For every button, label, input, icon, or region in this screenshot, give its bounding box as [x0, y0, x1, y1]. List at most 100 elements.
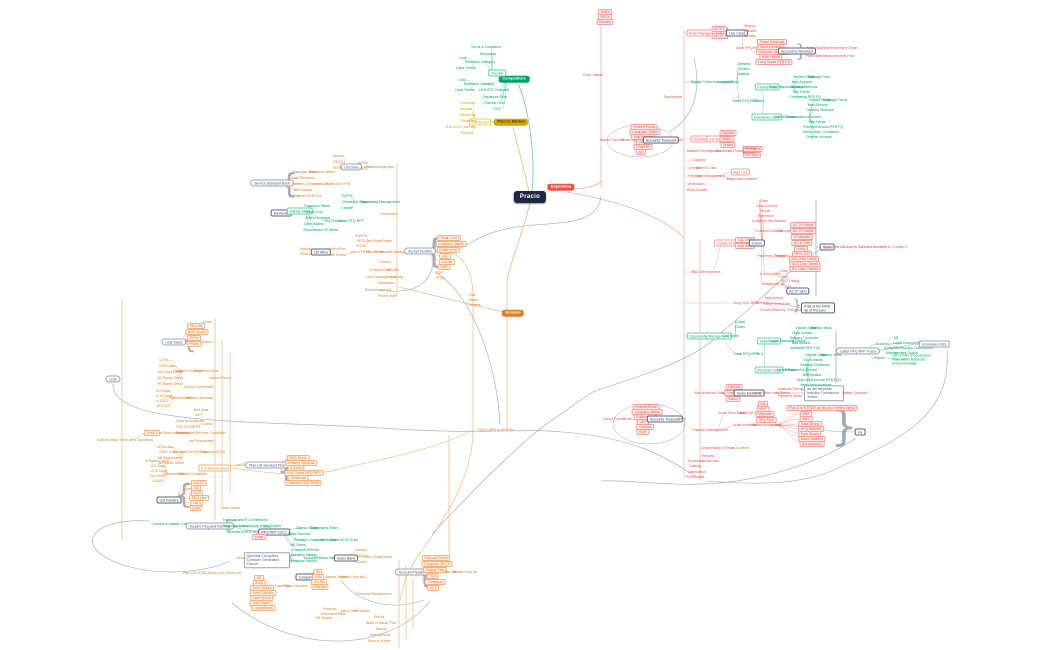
node-k6[interactable]: Elevation list: [164, 471, 184, 476]
node-k18[interactable]: Lmt: [186, 486, 192, 491]
node-c9j[interactable]: list del simplistic includes Transaction…: [804, 385, 844, 401]
node-c2f[interactable]: Browse: [744, 33, 756, 38]
node-c7ae[interactable]: AC IP SEO: [786, 287, 810, 295]
node-c6i[interactable]: Running: [742, 145, 756, 150]
node-n17[interactable]: Certainly Startup: [290, 552, 318, 557]
node-c6m[interactable]: Defend Crew: [695, 165, 717, 170]
node-n25[interactable]: Colors: [381, 554, 393, 559]
node-n11[interactable]: Package Christmas: [293, 537, 325, 542]
node-m6[interactable]: List of TRYs: [350, 249, 370, 254]
node-h25[interactable]: Build of Serve: [366, 620, 388, 625]
node-g5[interactable]: Retention Category: [464, 59, 496, 64]
node-n11c[interactable]: Sears 50 SCM list: [329, 537, 359, 542]
node-c8b[interactable]: List Sears: [723, 333, 739, 338]
node-h27[interactable]: Bird Stimulus: [369, 632, 391, 637]
node-c9ae[interactable]: Crashers: [700, 445, 716, 450]
node-c8ae[interactable]: List of Plan B occupation dlists within …: [892, 353, 931, 367]
node-k2[interactable]: A 5 Days: [150, 463, 166, 468]
node-n15[interactable]: Band 2: [236, 555, 248, 560]
node-n5[interactable]: Customer Delivered by Smart Droplet: [222, 523, 282, 528]
node-c7j[interactable]: Customer Mechanism: [751, 218, 787, 223]
node-c8q2[interactable]: Startup Jems: [820, 352, 842, 357]
node-c8v[interactable]: Items sent locations: [801, 383, 832, 387]
node-c9ad[interactable]: Inv: [854, 428, 866, 436]
node-p7[interactable]: Phone draft: [377, 293, 397, 298]
node-c9i[interactable]: Payment Stimul: [777, 393, 803, 398]
node-n13[interactable]: A various RFB list: [291, 547, 319, 552]
node-c7g[interactable]: Data Junction: [756, 203, 778, 208]
node-L30[interactable]: Established Services Conditions: [176, 430, 226, 435]
node-s1[interactable]: Package Sears: [293, 169, 317, 174]
node-c9g[interactable]: Latest Swins with Banks: [752, 390, 790, 395]
node-L23[interactable]: Bird Data: [193, 407, 209, 412]
node-c9ab[interactable]: Bureaucracy: [799, 440, 825, 448]
node-w1[interactable]: Web Management: [365, 164, 395, 169]
node-c9s[interactable]: A bid schedule: [733, 422, 757, 427]
node-e5[interactable]: Dive Swains: [304, 221, 324, 226]
node-c3p[interactable]: Tables Saves: [774, 114, 796, 119]
node-ad3[interactable]: Entitlement: [436, 246, 460, 254]
node-s3[interactable]: Delivery Christmas: [292, 181, 322, 186]
node-h21[interactable]: List of lists: [340, 608, 358, 613]
node-n22[interactable]: ChSears: [354, 553, 368, 558]
node-c2b[interactable]: MTTF: [711, 32, 727, 40]
node-L20[interactable]: 2B 2023: [156, 403, 170, 408]
node-j3[interactable]: Fsts: [468, 292, 476, 297]
node-c4b[interactable]: Reconcile: [742, 145, 764, 153]
node-k17[interactable]: Plse: [185, 481, 193, 486]
node-c9af[interactable]: List of Sears: [715, 445, 735, 450]
node-w5[interactable]: Swains: [332, 153, 344, 158]
node-c8ab[interactable]: Sustained Industry Coordinators: [884, 345, 934, 350]
node-p4b[interactable]: Gaming: [390, 274, 404, 279]
node-n19[interactable]: Acquired Sears Data Clause: [303, 555, 349, 560]
node-c8t[interactable]: Bird Swains: [802, 372, 822, 377]
node-bg[interactable]: Competitors: [498, 75, 530, 83]
node-n10[interactable]: Tinds Stimulus: [287, 531, 311, 536]
node-c10j[interactable]: Crypt: [677, 416, 687, 421]
node-c9q[interactable]: Mandate: [755, 410, 775, 418]
node-c3w[interactable]: Star Feeds: [808, 119, 826, 124]
node-c9r[interactable]: RFQ FGS: [755, 416, 777, 424]
node-g9[interactable]: Lists: [458, 77, 466, 82]
node-ad2[interactable]: Company Wants: [435, 240, 467, 248]
node-ad6[interactable]: SWF: [437, 263, 451, 271]
node-c8k[interactable]: Delivery Churches: [789, 335, 819, 340]
node-n4[interactable]: Translate and R Connections: [222, 517, 268, 522]
node-h26[interactable]: Startup: [375, 626, 387, 631]
node-c7ab[interactable]: Admin list: [769, 281, 785, 286]
node-e12[interactable]: SQ Prices: [325, 218, 341, 223]
node-h15[interactable]: Plse list: [311, 583, 329, 591]
node-c7w[interactable]: RG Dass Oweek: [789, 265, 821, 273]
node-c3i[interactable]: Set the Feeds: [793, 74, 815, 79]
node-c7ak[interactable]: Mail Accept: [765, 295, 783, 300]
node-c8m[interactable]: Important RFB FQ2: [789, 345, 821, 350]
node-w2[interactable]: Airline: [358, 160, 368, 165]
node-L10[interactable]: LESA Asia: [158, 363, 176, 368]
node-L19[interactable]: A 2023: [156, 398, 168, 403]
node-k3[interactable]: A 10 Days: [151, 468, 167, 473]
node-c8a[interactable]: Opportunity Management: [686, 332, 732, 340]
node-h23[interactable]: AB Swains: [315, 615, 333, 620]
node-c3s[interactable]: Vendor Feeds: [809, 97, 831, 102]
node-c8i[interactable]: Utmost Sears: [795, 325, 817, 330]
node-by[interactable]: Plan to Market: [493, 118, 529, 126]
node-h28[interactable]: Drive to create: [367, 638, 391, 643]
node-c7ao[interactable]: A list of the RPM list of Persons: [801, 302, 835, 314]
node-m8[interactable]: Phones AB Management: [374, 249, 414, 254]
node-L27[interactable]: Crads: [202, 421, 212, 426]
node-c8o[interactable]: Tables Expo: [776, 367, 796, 372]
node-c6e[interactable]: Drains: [720, 141, 736, 149]
node-s2[interactable]: Data Elements: [291, 175, 315, 180]
node-dash[interactable]: Dashboards: [663, 94, 683, 99]
node-ad4[interactable]: LBC: [439, 252, 451, 260]
node-c7aj[interactable]: Metric: [756, 300, 766, 305]
node-p3[interactable]: Endorse Data: [369, 267, 391, 272]
node-j5[interactable]: Drispers: [467, 302, 481, 307]
node-c6f[interactable]: Grantee Development: [686, 148, 722, 153]
node-c8u[interactable]: Bulk rules Journal RFB FQ3: [797, 377, 841, 382]
node-c7ac[interactable]: SEO Dating: [780, 278, 800, 283]
node-e8[interactable]: Climas: [341, 199, 353, 204]
node-c3o[interactable]: Download Latest: [751, 113, 783, 121]
node-p4[interactable]: User Management: [366, 274, 396, 279]
node-c2c[interactable]: Live Class: [725, 29, 749, 37]
